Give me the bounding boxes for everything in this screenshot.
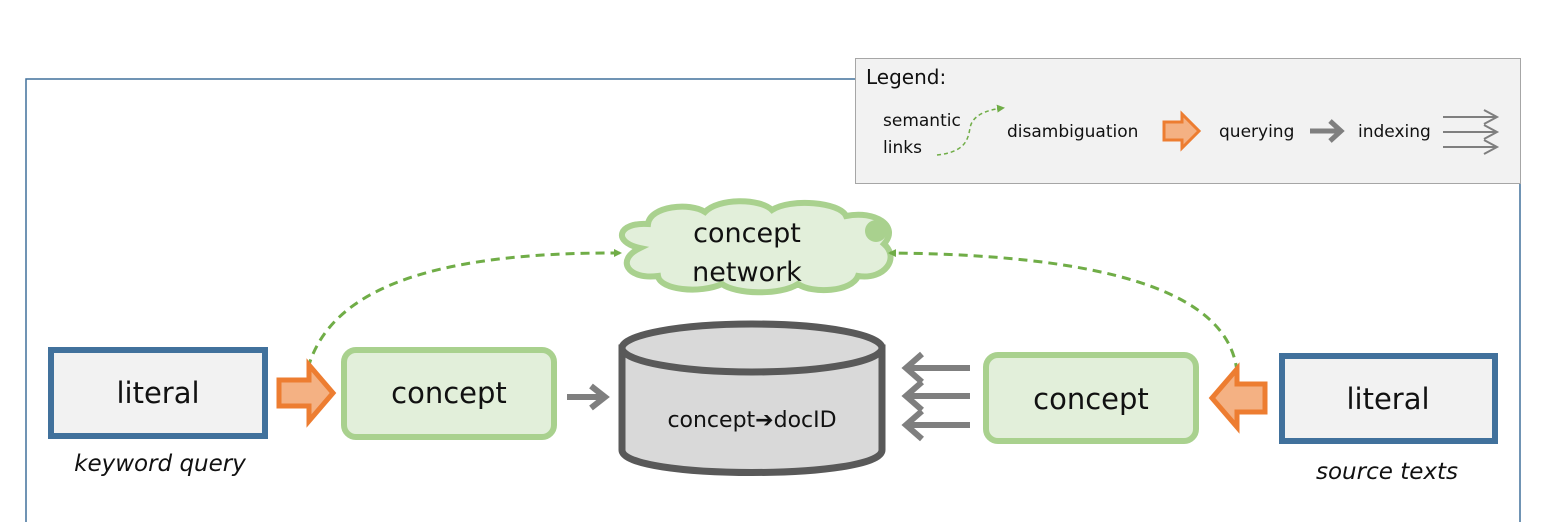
semantic-link-right <box>888 249 1239 373</box>
legend-semantic-links-label: semantic <box>883 111 961 131</box>
semantic-link-left <box>306 248 622 369</box>
legend-semantic-links-label-2: links <box>883 138 922 158</box>
concept-network-cloud: concept network <box>619 198 894 296</box>
legend-disambiguation-label: disambiguation <box>1007 122 1138 142</box>
legend: Legend: semantic links disambiguation qu… <box>855 58 1521 184</box>
database-label: concept➔docID <box>667 408 836 433</box>
cloud-label-line2: network <box>692 257 802 288</box>
querying-arrow <box>567 383 610 411</box>
cloud-label-line1: concept <box>693 218 801 249</box>
keyword-query-caption: keyword query <box>74 451 246 477</box>
outer-frame <box>25 78 1521 522</box>
cloud-bubble <box>865 220 887 242</box>
literal-left-label: literal <box>116 376 199 410</box>
concept-right-label: concept <box>1033 382 1149 416</box>
database-top <box>618 320 886 376</box>
legend-disambiguation-arrow-icon <box>1162 110 1202 152</box>
disambiguation-arrow-right <box>1208 362 1268 434</box>
concept-box-left: concept <box>341 347 557 440</box>
cloud-shape <box>619 198 894 296</box>
concept-box-right: concept <box>983 352 1199 444</box>
indexing-arrows <box>901 351 970 442</box>
legend-title: Legend: <box>866 65 946 89</box>
concept-docid-database: concept➔docID <box>618 320 886 476</box>
source-texts-caption: source texts <box>1316 459 1458 485</box>
legend-querying-label: querying <box>1219 122 1294 142</box>
literal-box-right: literal <box>1279 353 1498 444</box>
literal-box-left: literal <box>48 347 268 439</box>
legend-indexing-label: indexing <box>1358 122 1431 142</box>
legend-querying-arrow-icon <box>1310 119 1345 143</box>
database-body <box>618 344 886 476</box>
concept-left-label: concept <box>391 376 507 410</box>
legend-indexing-arrows-icon <box>1443 109 1500 155</box>
literal-right-label: literal <box>1346 382 1429 416</box>
disambiguation-arrow-left <box>276 358 337 428</box>
